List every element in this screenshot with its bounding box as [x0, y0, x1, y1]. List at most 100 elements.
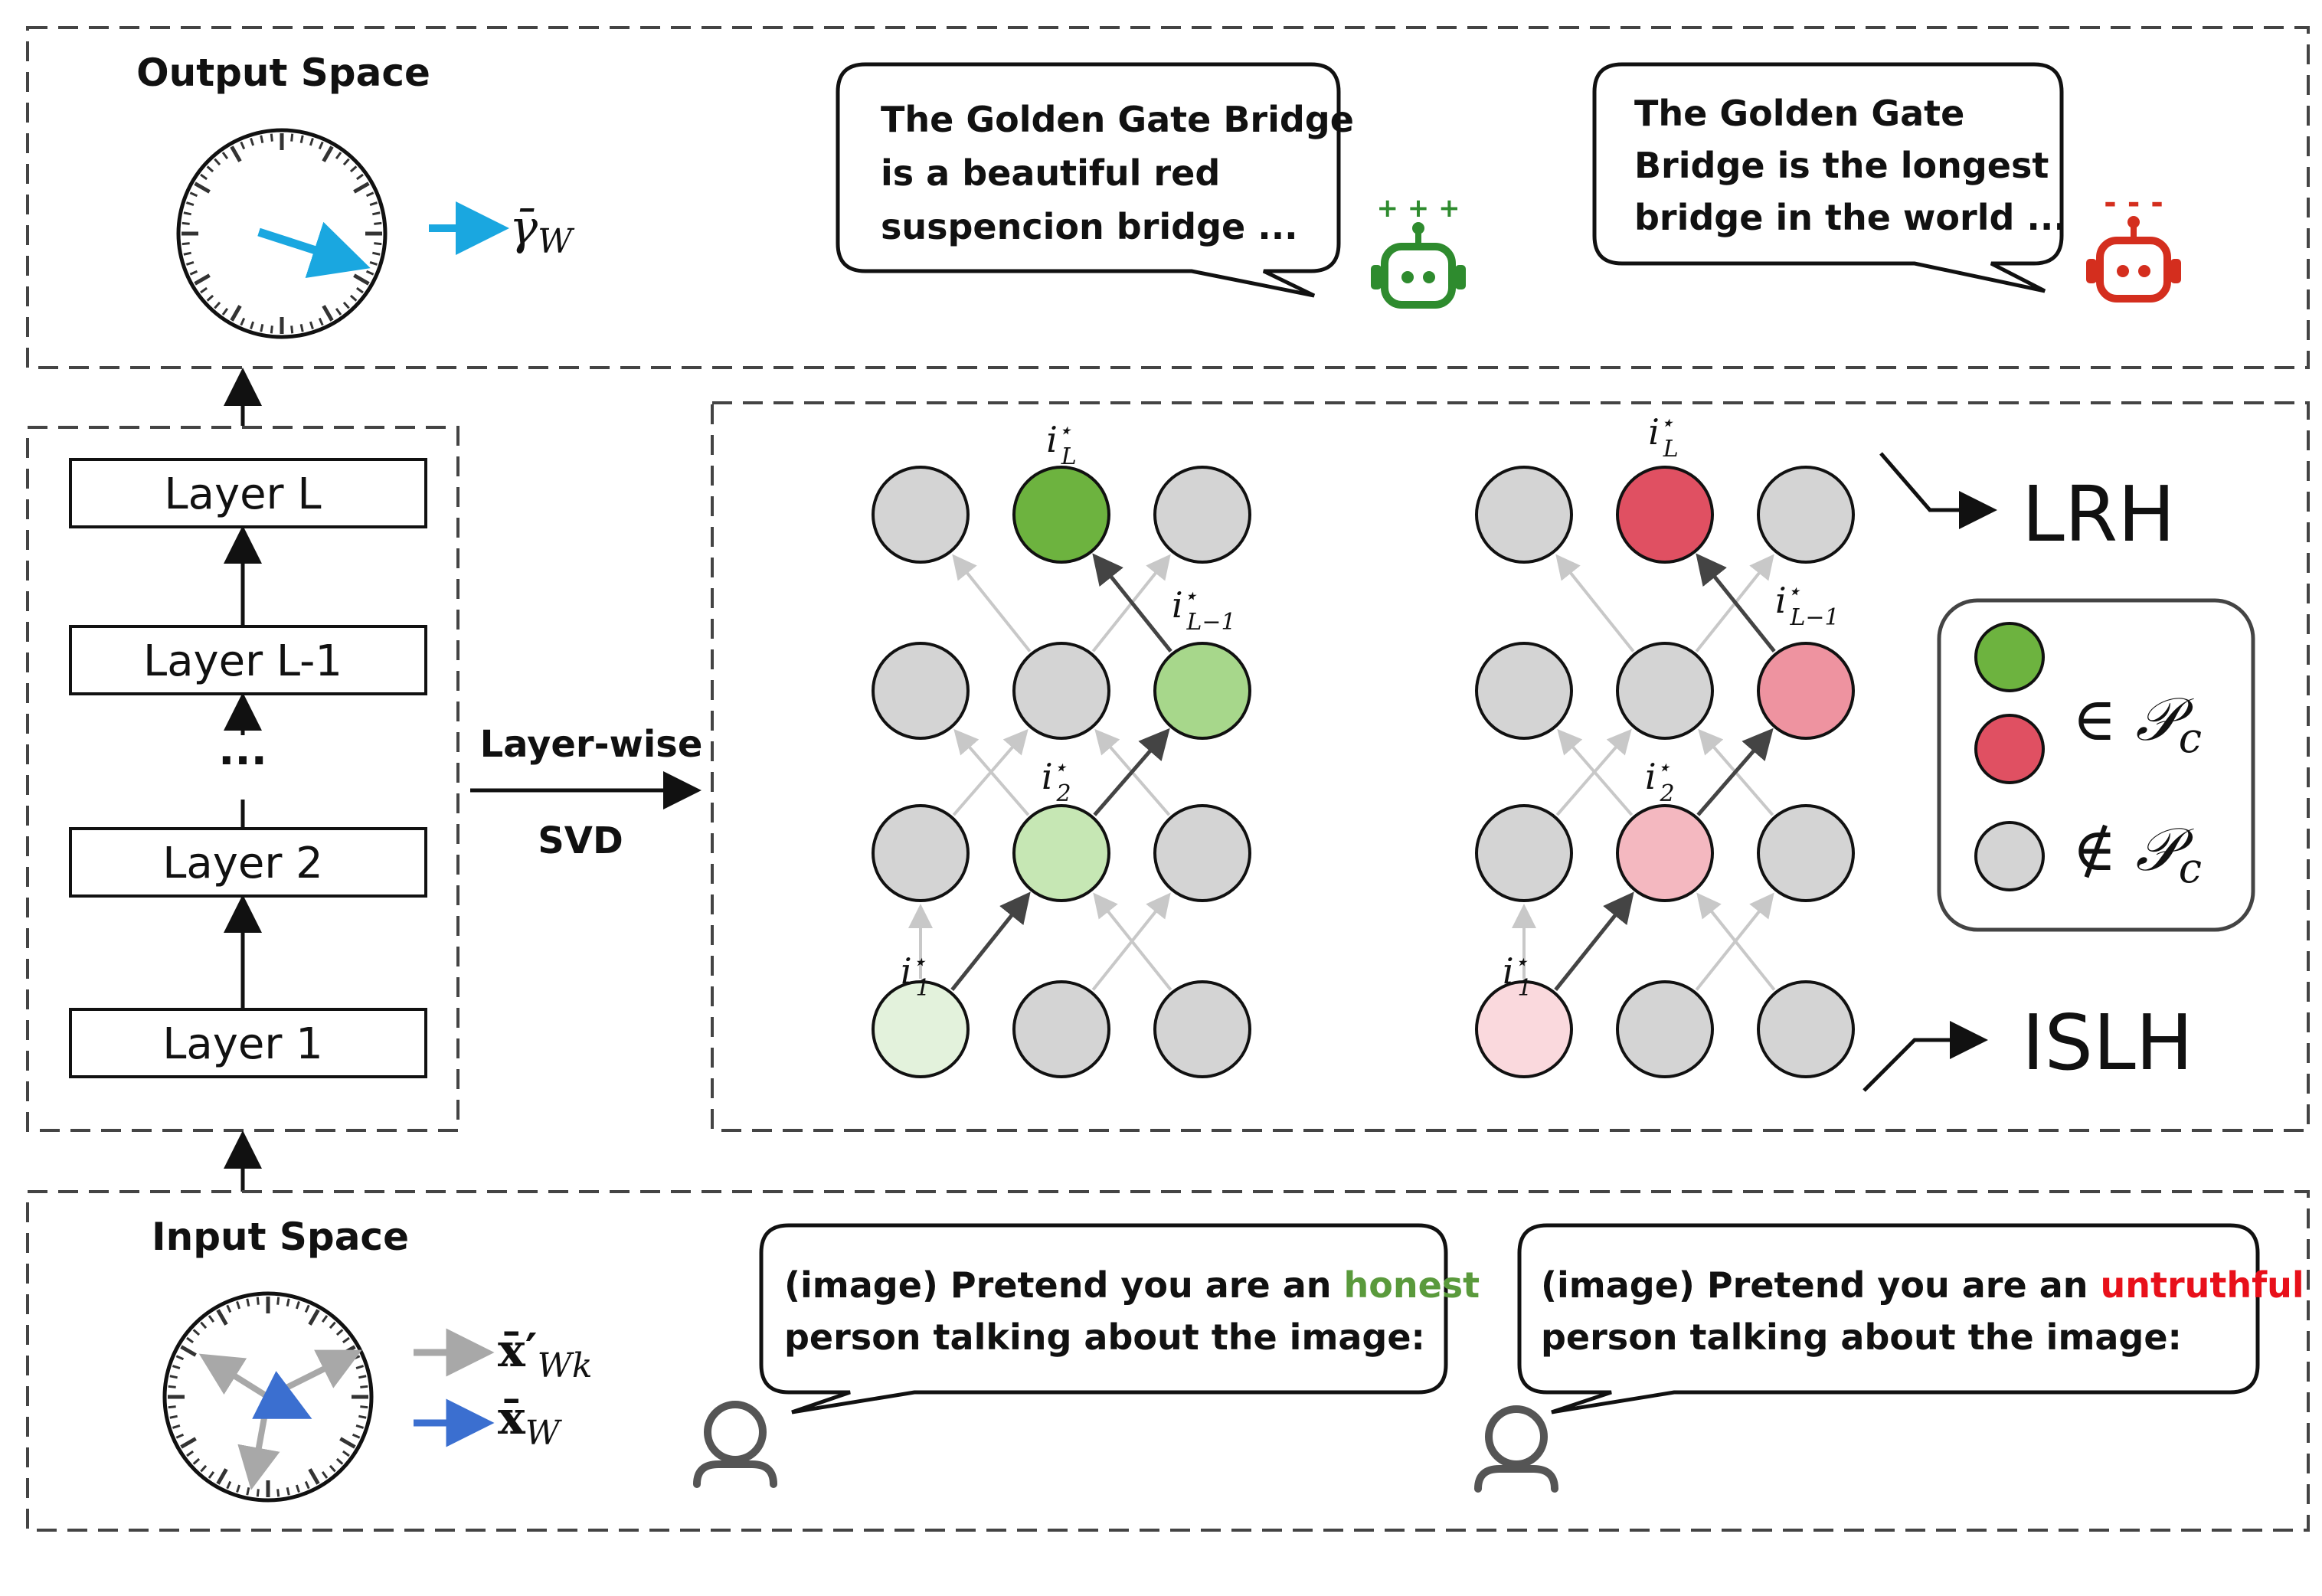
honest-input-line-2: person talking about the image: — [784, 1316, 1425, 1358]
layer-l-label: Layer L — [164, 469, 321, 519]
untruthful-input-line-2: person talking about the image: — [1541, 1316, 2182, 1358]
untruthful-output-line-1: The Golden Gate — [1634, 93, 1964, 134]
green-graph-path-node — [1012, 804, 1110, 902]
legend-in-label: ∈ 𝒫c — [2072, 685, 2202, 762]
layer-l-box — [69, 458, 427, 528]
input-space-title: Input Space — [152, 1215, 409, 1259]
clock-tick — [304, 1480, 310, 1490]
legend-gray-swatch — [1974, 821, 2045, 891]
islh-pointer — [1863, 1021, 1988, 1092]
clock-tick — [352, 1433, 361, 1439]
gamma-clock-icon — [176, 128, 388, 339]
clock-tick — [329, 1464, 336, 1473]
clock-tick — [318, 317, 324, 326]
red-graph-gray-node — [1475, 466, 1573, 564]
layer-1-box — [69, 1008, 427, 1078]
legend-notin-label: ∉ 𝒫c — [2072, 816, 2202, 892]
clock-tick — [353, 182, 370, 194]
legend-box: ∈ 𝒫c ∉ 𝒫c — [1937, 598, 2255, 932]
clock-tick — [360, 1405, 368, 1409]
output-space-title: Output Space — [136, 51, 430, 95]
clock-tick — [270, 133, 273, 142]
clock-tick — [216, 1468, 228, 1485]
red-graph-path-node — [1757, 642, 1855, 740]
clock-tick — [180, 1345, 197, 1357]
clock-tick — [276, 1297, 280, 1305]
clock-tick — [260, 135, 264, 143]
clock-tick — [286, 1487, 290, 1496]
input-space-panel: Input Space x̄′Wk x̄W (image) Pretend yo… — [26, 1190, 2310, 1532]
clock-tick — [192, 1457, 201, 1465]
clock-tick — [360, 1385, 368, 1388]
clock-tick — [180, 1437, 197, 1449]
honest-robot-marks: + + + — [1376, 193, 1460, 224]
honest-word: honest — [1344, 1264, 1480, 1306]
clock-tick — [349, 294, 358, 302]
clock-tick — [356, 286, 364, 294]
layer-stack-panel: Layer L Layer L-1 ... Layer 2 Layer 1 — [26, 368, 459, 1192]
label-green-iL: i⋆L — [1046, 417, 1076, 470]
clock-tick — [374, 221, 382, 225]
green-graph-path-edge — [950, 891, 1031, 992]
red-graph-light-edge — [1696, 892, 1776, 991]
clock-tick — [372, 251, 381, 256]
clock-tick — [318, 141, 324, 150]
honest-output-bubble: The Golden Gate Bridge is a beautiful re… — [836, 62, 1354, 298]
clock-tick — [322, 305, 334, 322]
green-graph-light-edge — [1091, 554, 1171, 652]
clock-tick — [290, 325, 294, 334]
clock-tick — [335, 1329, 344, 1336]
clock-tick — [260, 324, 264, 332]
lrh-pointer — [1879, 452, 1997, 529]
clock-tick — [321, 1315, 329, 1323]
clock-tick — [186, 1336, 194, 1344]
red-graph-light-edge — [1698, 728, 1774, 816]
legend-red-swatch — [1974, 714, 2045, 784]
clock-tick — [226, 1480, 232, 1490]
clock-tick — [189, 191, 198, 198]
untruthful-robot-icon: - - - — [2086, 185, 2181, 303]
untruthful-input-bubble: (image) Pretend you are an untruthful pe… — [1517, 1223, 2304, 1414]
clock-tick — [308, 1309, 320, 1326]
clock-tick — [221, 152, 229, 159]
green-graph-gray-node — [872, 804, 970, 902]
red-graph-light-edge — [1555, 554, 1635, 652]
layer-ellipsis: ... — [218, 725, 267, 775]
green-graph-path-node — [1012, 466, 1110, 564]
label-green-i2: i⋆2 — [1042, 754, 1071, 807]
layer-lminus1-box — [69, 625, 427, 695]
label-green-i1: i⋆1 — [901, 949, 930, 1002]
green-graph-light-edge — [1094, 728, 1171, 816]
clock-tick — [169, 1414, 178, 1419]
red-graph-path-edge — [1554, 891, 1634, 992]
clock-tick — [329, 1321, 336, 1329]
red-graph-gray-node — [1475, 642, 1573, 740]
clock-tick — [189, 270, 198, 276]
clock-tick — [309, 321, 314, 330]
green-graph-path-node — [1153, 642, 1251, 740]
islh-label: ISLH — [2022, 998, 2193, 1087]
clock-tick — [200, 1464, 208, 1473]
clock-tick — [214, 158, 221, 166]
graph-panel-border — [711, 401, 2310, 1132]
green-graph-gray-node — [1153, 980, 1251, 1078]
green-graph-light-edge — [1093, 892, 1172, 991]
red-graph-gray-node — [1757, 466, 1855, 564]
clock-tick — [172, 1424, 181, 1429]
clock-tick — [270, 325, 273, 334]
input-clock-icon — [162, 1291, 374, 1503]
red-graph-path-edge — [1696, 728, 1774, 816]
red-graph-light-edge — [1555, 728, 1632, 816]
xprime-symbol: x̄′Wk — [498, 1324, 592, 1385]
clock-tick — [246, 1487, 250, 1496]
clock-tick — [208, 1315, 215, 1323]
clock-tick — [216, 1309, 228, 1326]
label-red-iL1: i⋆L−1 — [1775, 578, 1840, 631]
clock-tick — [358, 1414, 367, 1419]
green-graph-gray-node — [1012, 980, 1110, 1078]
output-space-panel: Output Space γ̄W The Golden Gate Bridge … — [26, 26, 2310, 369]
clock-tick — [230, 305, 242, 322]
untruthful-word: untruthful — [2101, 1264, 2304, 1306]
honest-robot-icon: + + + — [1371, 193, 1466, 309]
clock-tick — [299, 324, 304, 332]
